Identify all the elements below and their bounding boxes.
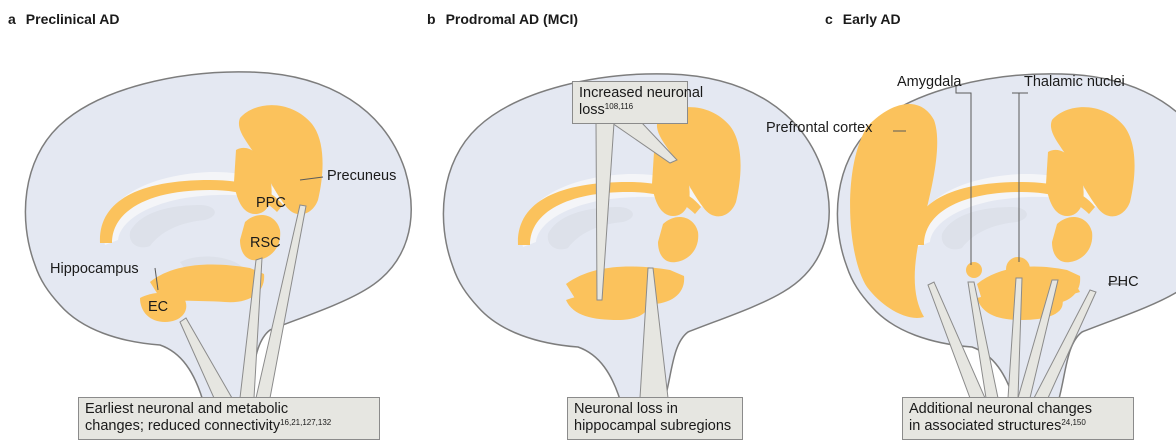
label-phc: PHC (1108, 274, 1139, 291)
label-hippocampus: Hippocampus (50, 261, 139, 278)
label-ec: EC (148, 299, 168, 316)
label-thalamic-nuclei: Thalamic nuclei (1024, 74, 1125, 91)
callout-additional-changes: Additional neuronal changes in associate… (902, 397, 1134, 440)
label-amygdala: Amygdala (897, 74, 961, 91)
callout-earliest-changes: Earliest neuronal and metabolic changes;… (78, 397, 380, 440)
label-ppc: PPC (256, 195, 286, 212)
brain-c (837, 74, 1176, 427)
label-rsc: RSC (250, 235, 281, 252)
label-precuneus: Precuneus (327, 168, 396, 185)
callout-neuronal-loss-hippocampal: Neuronal loss in hippocampal subregions (567, 397, 743, 440)
label-prefrontal-cortex: Prefrontal cortex (766, 120, 872, 137)
brain-a (25, 72, 411, 425)
callout-increased-neuronal-loss: Increased neuronal loss108,116 (572, 81, 688, 124)
